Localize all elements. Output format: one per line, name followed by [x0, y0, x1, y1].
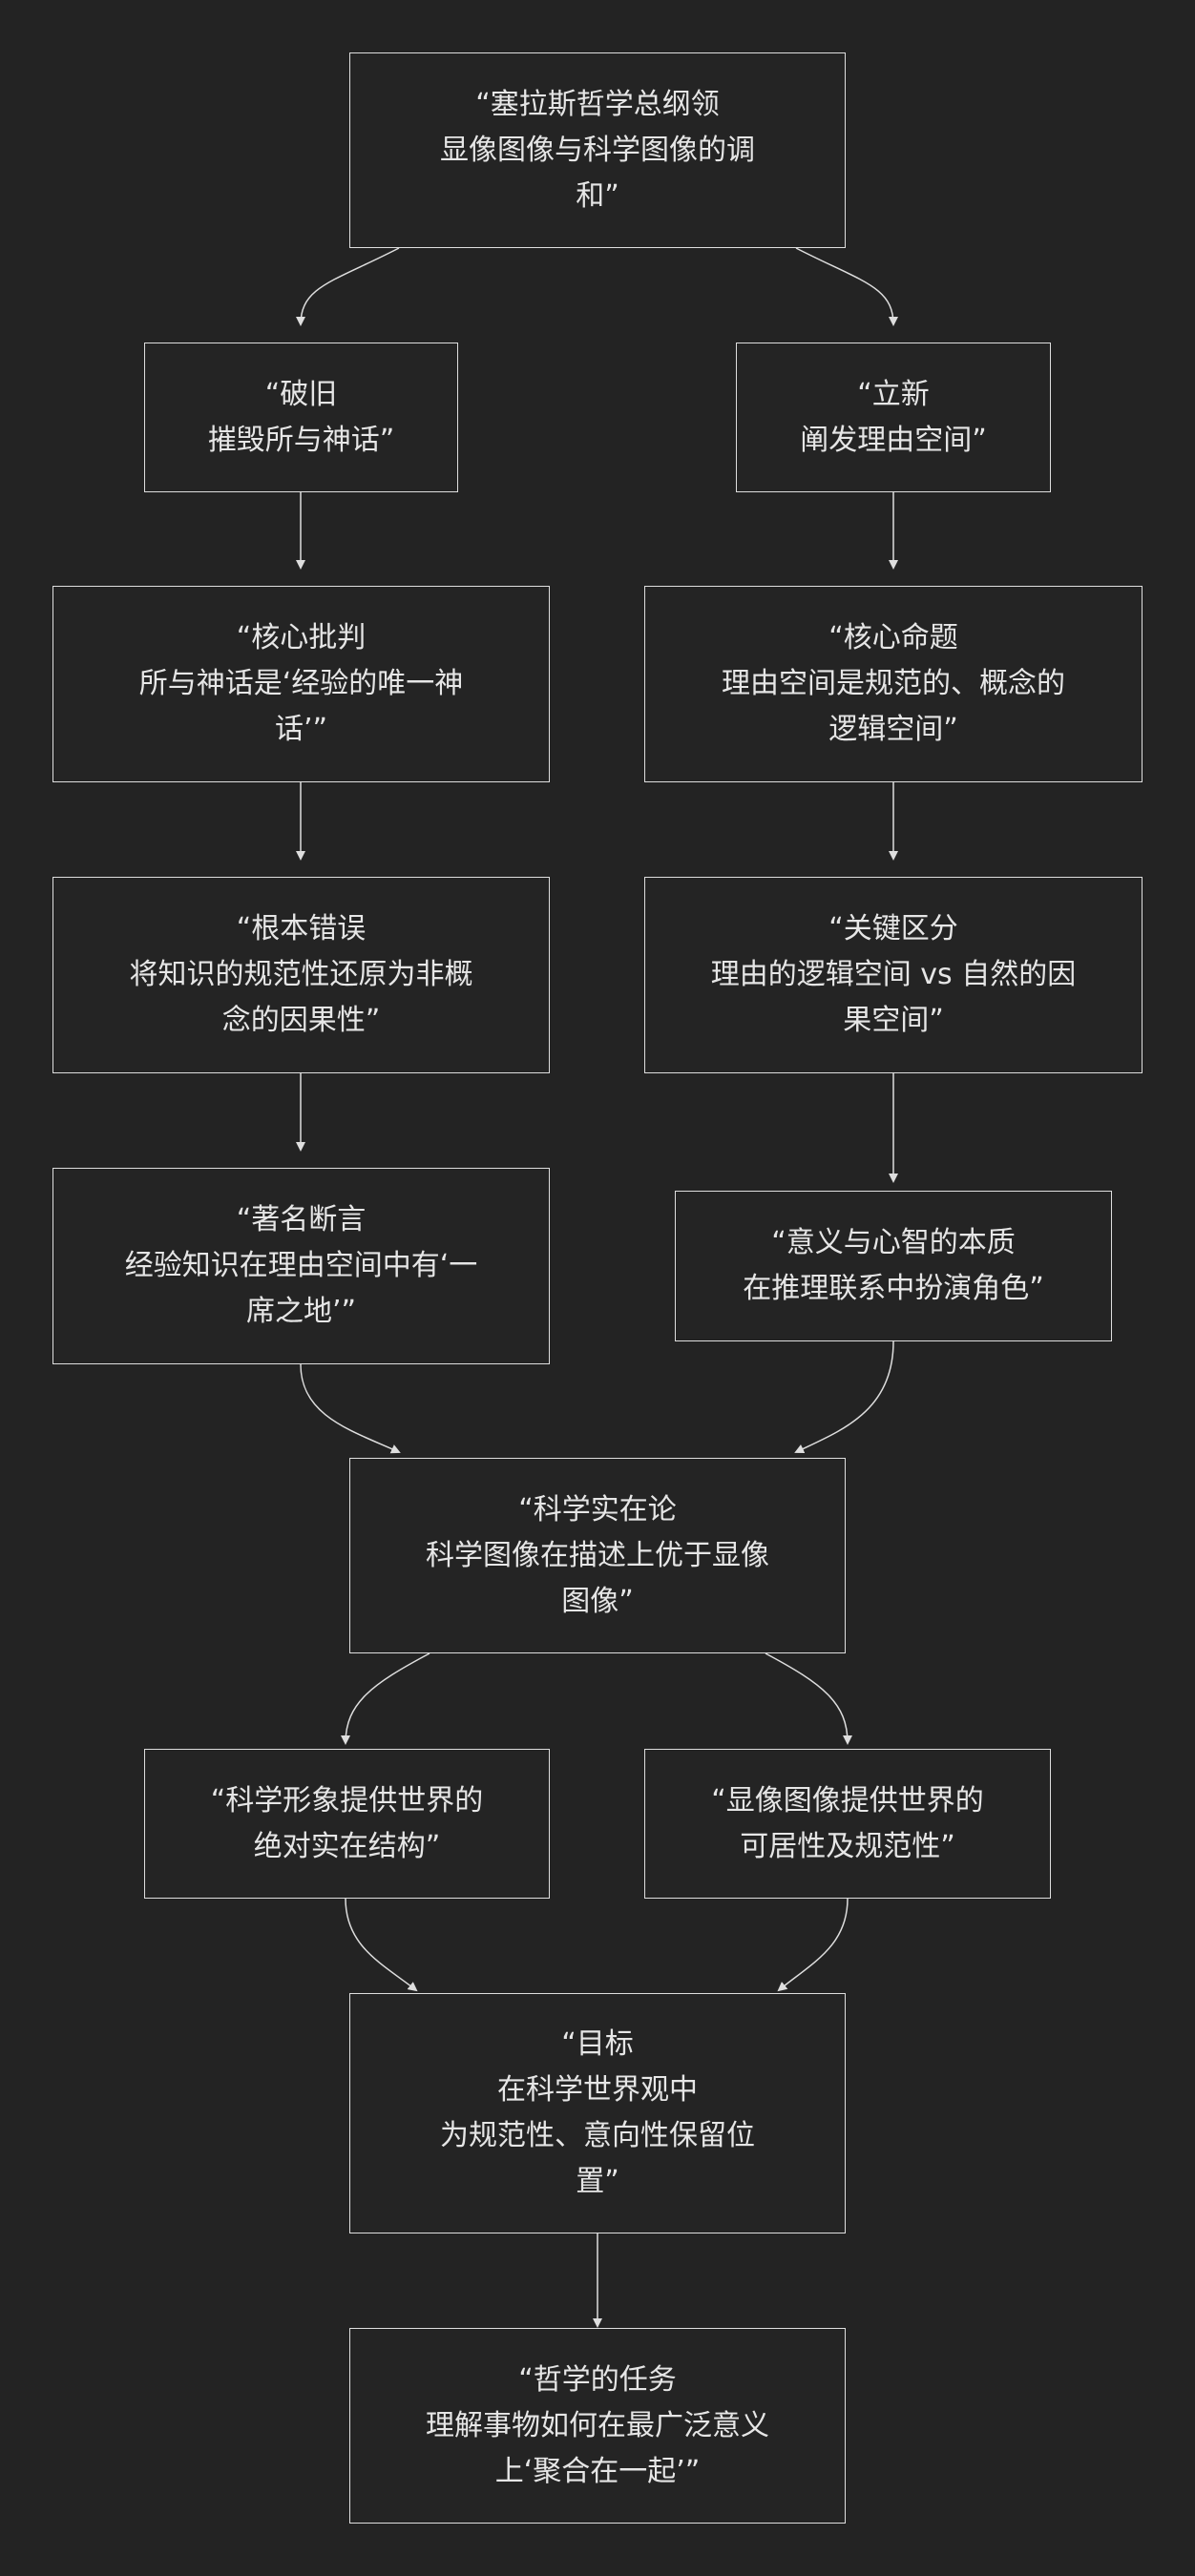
node-text-line: 在科学世界观中 [497, 2073, 698, 2107]
node-text-line: 阐发理由空间” [800, 423, 987, 457]
node-text-line: 将知识的规范性还原为非概 [129, 958, 473, 991]
node-broken: “破旧摧毁所与神话” [144, 343, 458, 492]
edge-mind-to-realism [794, 1340, 894, 1454]
node-text-line: 逻辑空间” [828, 713, 958, 746]
node-sci-img: “科学形象提供世界的绝对实在结构” [144, 1749, 550, 1899]
node-build: “立新阐发理由空间” [736, 343, 1051, 492]
node-man-img: “显像图像提供世界的可居性及规范性” [644, 1749, 1051, 1899]
node-goal: “目标在科学世界观中为规范性、意向性保留位置” [349, 1993, 846, 2233]
node-error: “根本错误将知识的规范性还原为非概念的因果性” [52, 877, 550, 1073]
node-text-line: “显像图像提供世界的 [711, 1783, 984, 1818]
node-text-line: “核心命题 [828, 621, 958, 654]
node-text-line: 为规范性、意向性保留位 [440, 2119, 755, 2152]
node-text-line: 科学图像在描述上优于显像 [426, 1538, 769, 1572]
node-realism: “科学实在论科学图像在描述上优于显像图像” [349, 1458, 846, 1653]
node-text-line: “科学形象提供世界的 [210, 1783, 484, 1818]
edge-realism-to-sci-img [341, 1652, 430, 1745]
node-text-line: 理由的逻辑空间 vs 自然的因 [710, 958, 1077, 991]
node-thesis: “核心命题理由空间是规范的、概念的逻辑空间” [644, 586, 1143, 782]
node-text-line: “立新 [857, 377, 930, 411]
node-text-line: 理由空间是规范的、概念的 [722, 667, 1065, 700]
node-text-line: “意义与心智的本质 [771, 1226, 1016, 1259]
node-text-line: 念的因果性” [221, 1004, 381, 1037]
node-critique: “核心批判所与神话是‘经验的唯一神话’” [52, 586, 550, 782]
node-text-line: “哲学的任务 [518, 2362, 677, 2397]
node-text-line: 在推理联系中扮演角色” [743, 1272, 1044, 1305]
node-text-line: 理解事物如何在最广泛意义 [426, 2408, 769, 2442]
node-text-line: 摧毁所与神话” [207, 423, 395, 457]
node-text-line: “目标 [561, 2027, 634, 2061]
node-text-line: 和” [576, 178, 619, 213]
node-text-line: “核心批判 [236, 621, 367, 654]
node-distinct: “关键区分理由的逻辑空间 vs 自然的因果空间” [644, 877, 1143, 1073]
node-text-line: “塞拉斯哲学总纲领 [475, 87, 720, 121]
node-text-line: 话’” [274, 713, 328, 746]
node-task: “哲学的任务理解事物如何在最广泛意义上‘聚合在一起’” [349, 2328, 846, 2524]
node-mind: “意义与心智的本质在推理联系中扮演角色” [675, 1191, 1112, 1341]
node-text-line: 图像” [561, 1584, 634, 1618]
node-text-line: 果空间” [843, 1004, 944, 1037]
node-text-line: 置” [576, 2165, 619, 2198]
node-text-line: 显像图像与科学图像的调 [440, 133, 755, 167]
node-root: “塞拉斯哲学总纲领显像图像与科学图像的调和” [349, 52, 846, 248]
node-text-line: 经验知识在理由空间中有‘一 [124, 1249, 478, 1282]
edge-sci-img-to-goal [345, 1898, 418, 1992]
edge-realism-to-man-img [765, 1652, 852, 1745]
edge-assert-to-realism [300, 1363, 401, 1454]
node-text-line: 席之地’” [245, 1295, 357, 1328]
node-text-line: “根本错误 [236, 912, 367, 945]
node-text-line: “著名断言 [236, 1203, 367, 1236]
node-text-line: “科学实在论 [518, 1492, 677, 1527]
node-text-line: 绝对实在结构” [253, 1829, 441, 1863]
edge-man-img-to-goal [777, 1898, 849, 1992]
node-text-line: “关键区分 [828, 912, 958, 945]
node-text-line: 上‘聚合在一起’” [494, 2454, 701, 2488]
node-text-line: 可居性及规范性” [740, 1829, 955, 1863]
edge-root-to-broken [296, 247, 400, 326]
edge-root-to-build [795, 247, 898, 326]
node-assert: “著名断言经验知识在理由空间中有‘一席之地’” [52, 1168, 550, 1364]
node-text-line: 所与神话是‘经验的唯一神 [138, 667, 464, 700]
node-text-line: “破旧 [264, 377, 338, 411]
